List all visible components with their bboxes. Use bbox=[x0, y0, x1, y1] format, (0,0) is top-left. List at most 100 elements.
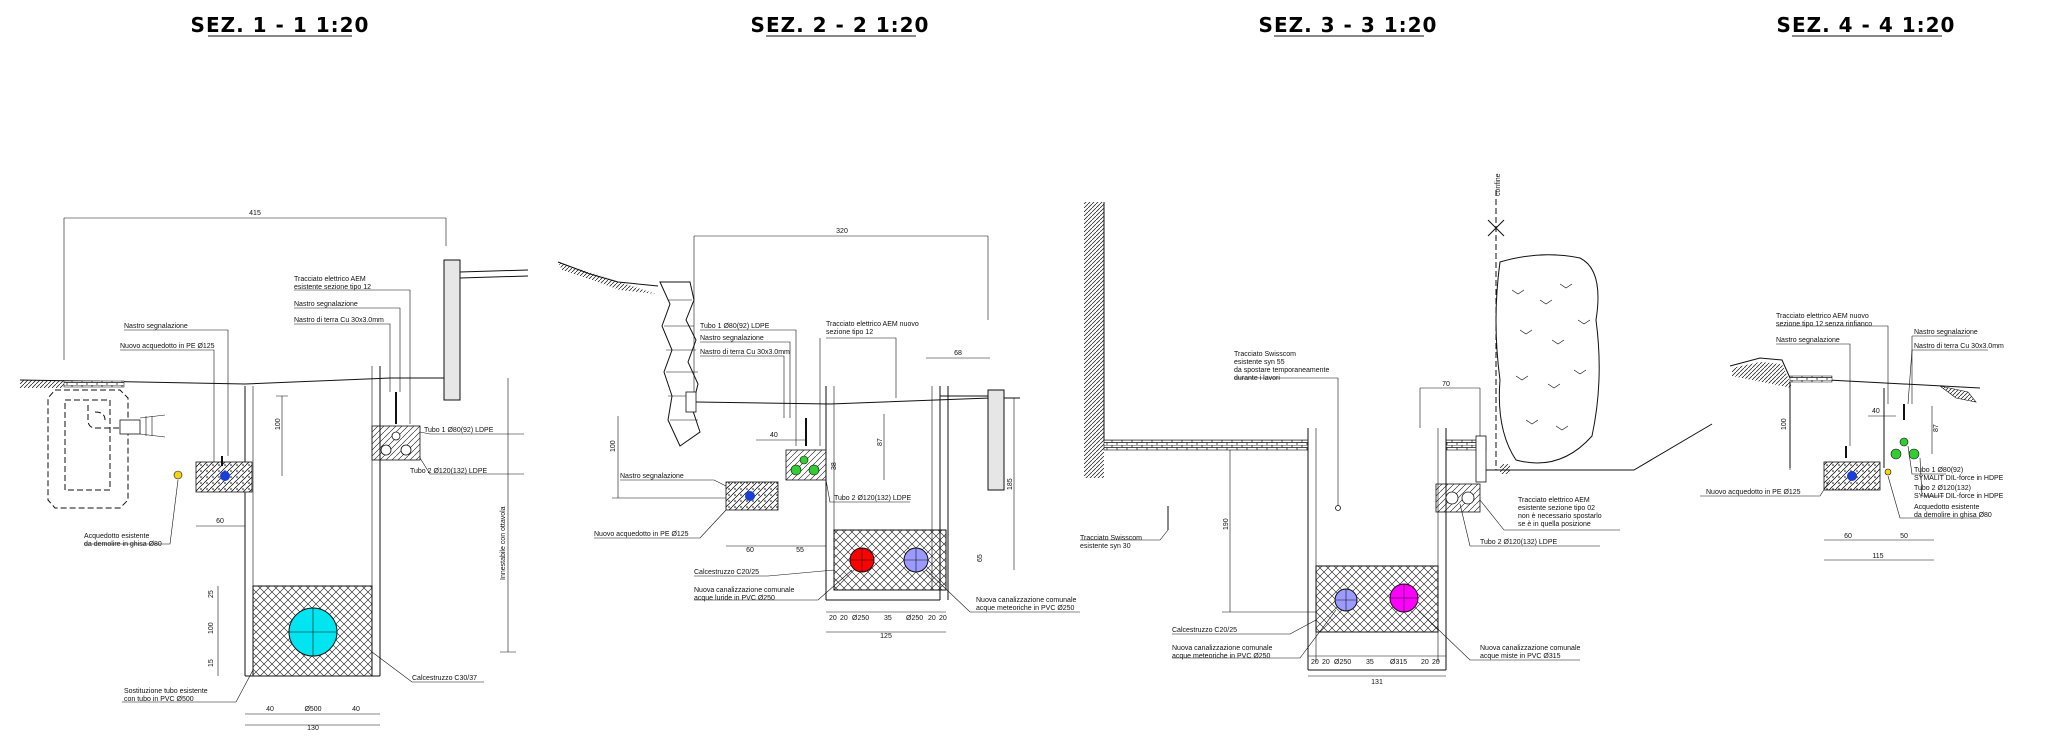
s2-lbl-tape: Nastro segnalazione bbox=[700, 335, 764, 342]
s2-dim-20d: 20 bbox=[939, 615, 947, 622]
s1-leaders-tubes bbox=[419, 431, 524, 475]
s2-electric-duct-block bbox=[785, 449, 827, 481]
s3-dim-20a: 20 bbox=[1311, 659, 1319, 666]
s1-lbl-concrete: Calcestruzzo C30/37 bbox=[412, 675, 477, 682]
section-4-drawing: 100 40 87 60 50 115 Tracciato elettrico … bbox=[1700, 313, 2004, 561]
s2-dim-20b: 20 bbox=[840, 615, 848, 622]
s1-tube-2b bbox=[400, 444, 412, 456]
s4-leader-aqueduct bbox=[1700, 479, 1831, 497]
s3-dim-35: 35 bbox=[1366, 659, 1374, 666]
s3-lbl-swiss55-2: esistente syn 55 bbox=[1234, 359, 1285, 366]
s3-swisscom-55-point bbox=[1335, 505, 1341, 511]
s2-dim-87: 87 bbox=[877, 438, 884, 446]
s3-hedge bbox=[1495, 254, 1600, 464]
section-2-title: SEZ. 2 - 2 1:20 bbox=[751, 13, 930, 37]
s2-leader-tube-2 bbox=[825, 479, 910, 503]
s2-dim-38: 38 bbox=[831, 462, 838, 470]
s4-dim-87: 87 bbox=[1933, 424, 1940, 432]
s2-dim-320: 320 bbox=[836, 228, 848, 235]
s4-dim-115: 115 bbox=[1872, 553, 1883, 560]
s4-leader-tape-right bbox=[1911, 335, 1970, 404]
s3-hedge-marks bbox=[1511, 283, 1591, 431]
s1-lbl-aqueduct: Nuovo acquedotto in PE Ø125 bbox=[120, 343, 215, 350]
s3-lbl-storm-2: acque meteoriche in PVC Ø250 bbox=[1172, 653, 1271, 660]
s1-dim-415-lines bbox=[63, 217, 447, 360]
s2-slope-hatch bbox=[558, 262, 656, 294]
s1-dim-100-line bbox=[276, 395, 288, 476]
section-4-title: SEZ. 4 - 4 1:20 bbox=[1777, 13, 1956, 37]
s2-dim-100-line bbox=[612, 416, 726, 499]
s2-dim-35: 35 bbox=[884, 615, 892, 622]
s4-paving bbox=[1789, 375, 1833, 383]
s2-leader-elec bbox=[819, 337, 897, 446]
s4-lbl-tube-1-type: SYMALIT DIL-force in HDPE bbox=[1914, 475, 2004, 482]
s4-ground-hatch-left bbox=[1732, 362, 1792, 388]
s3-trench-walls bbox=[1307, 428, 1447, 671]
s2-bottom-dim-lines bbox=[826, 611, 946, 633]
s3-lbl-elec-2: esistente sezione tipo 02 bbox=[1518, 505, 1595, 512]
s3-dim-20b: 20 bbox=[1322, 659, 1330, 666]
s4-lbl-earth: Nastro di terra Cu 30x3.0mm bbox=[1914, 343, 2004, 350]
s3-lbl-confine: confine bbox=[1495, 173, 1502, 196]
s1-lbl-earth: Nastro di terra Cu 30x3.0mm bbox=[294, 317, 384, 324]
s3-lbl-mixed-2: acque miste in PVC Ø315 bbox=[1480, 653, 1561, 660]
s2-dim-20a: 20 bbox=[829, 615, 837, 622]
s3-ground-hatch bbox=[1500, 464, 1510, 474]
s2-lbl-tube-2: Tubo 2 Ø120(132) LDPE bbox=[834, 495, 912, 502]
s2-dim-65: 65 bbox=[977, 554, 984, 562]
s2-lbl-sewage-2: acque luride in PVC Ø250 bbox=[694, 595, 775, 602]
s1-dim-500: Ø500 bbox=[304, 706, 321, 713]
s4-leader-earth bbox=[1907, 349, 1988, 405]
s3-dim-190-line bbox=[1222, 450, 1316, 613]
s2-lbl-earth: Nastro di terra Cu 30x3.0mm bbox=[700, 349, 790, 356]
s4-dim-50: 50 bbox=[1900, 533, 1908, 540]
s3-lbl-swiss30-2: esistente syn 30 bbox=[1080, 543, 1131, 550]
s3-lbl-tube-2: Tubo 2 Ø120(132) LDPE bbox=[1480, 539, 1558, 546]
s3-building-hatch bbox=[1084, 202, 1104, 478]
s4-lbl-tube-1: Tubo 1 Ø80(92) bbox=[1914, 467, 1963, 474]
s2-tube-2b bbox=[808, 464, 820, 476]
s3-leader-storm bbox=[1172, 609, 1337, 659]
s3-lbl-swiss30-1: Tracciato Swisscom bbox=[1080, 535, 1142, 542]
s3-ground-right bbox=[1486, 423, 1713, 471]
s2-dim-20c: 20 bbox=[928, 615, 936, 622]
s3-concrete-block bbox=[1315, 565, 1439, 633]
s2-lbl-concrete: Calcestruzzo C20/25 bbox=[694, 569, 759, 576]
s2-lbl-elec-2: sezione tipo 12 bbox=[826, 329, 873, 336]
s1-dim-130: 130 bbox=[307, 725, 319, 732]
s2-leader-tape-left bbox=[620, 479, 727, 487]
s2-lbl-elec-1: Tracciato elettrico AEM nuovo bbox=[826, 321, 919, 328]
s1-dim-40a: 40 bbox=[266, 706, 274, 713]
section-titles: SEZ. 1 - 1 1:20 SEZ. 2 - 2 1:20 SEZ. 3 -… bbox=[191, 13, 1956, 37]
s3-leader-elec bbox=[1479, 499, 1620, 531]
s4-tube-2b bbox=[1908, 448, 1920, 460]
s4-lbl-aqueduct: Nuovo acquedotto in PE Ø125 bbox=[1706, 489, 1801, 496]
section-3-drawing: confine 70 190 20 20 Ø250 35 Ø315 20 20 … bbox=[1080, 173, 1713, 686]
s4-ground-hatch-right bbox=[1939, 385, 1977, 403]
s1-leader-existing bbox=[84, 479, 179, 545]
s1-tube-2a bbox=[380, 444, 392, 456]
s2-tube-2a bbox=[790, 464, 802, 476]
s3-dim-131: 131 bbox=[1371, 679, 1383, 686]
s1-pavement bbox=[63, 380, 125, 388]
s3-curb bbox=[1475, 435, 1487, 483]
s2-lbl-storm-1: Nuova canalizzazione comunale bbox=[976, 597, 1076, 604]
s3-leader-swisscom-55 bbox=[1234, 377, 1339, 506]
s1-lbl-elec-2: esistente sezione tipo 12 bbox=[294, 284, 371, 291]
s2-dim-320-lines bbox=[693, 235, 989, 392]
section-2-drawing: 320 68 40 38 87 100 60 55 185 65 20 20 Ø… bbox=[557, 228, 1080, 640]
s4-existing-aqueduct-point bbox=[1884, 468, 1892, 476]
s3-lbl-mixed-1: Nuova canalizzazione comunale bbox=[1480, 645, 1580, 652]
s3-lbl-swiss55-4: durante i lavori bbox=[1234, 375, 1280, 382]
s1-electric-duct-block bbox=[371, 425, 421, 461]
s4-lbl-existing-2: da demolire in ghisa Ø80 bbox=[1914, 512, 1992, 519]
s4-leader-elec bbox=[1776, 325, 1889, 404]
s2-dim-40: 40 bbox=[770, 432, 778, 439]
s2-lbl-tube-1: Tubo 1 Ø80(92) LDPE bbox=[700, 323, 770, 330]
s1-lbl-existing-2: da demolire in ghisa Ø80 bbox=[84, 541, 162, 548]
s4-dim-60: 60 bbox=[1844, 533, 1852, 540]
s4-trench-walls bbox=[1789, 382, 1885, 468]
s2-leader-sewage bbox=[694, 569, 853, 601]
s1-lbl-tube-2: Tubo 2 Ø120(132) LDPE bbox=[410, 468, 488, 475]
s2-right-ground bbox=[940, 395, 1020, 399]
